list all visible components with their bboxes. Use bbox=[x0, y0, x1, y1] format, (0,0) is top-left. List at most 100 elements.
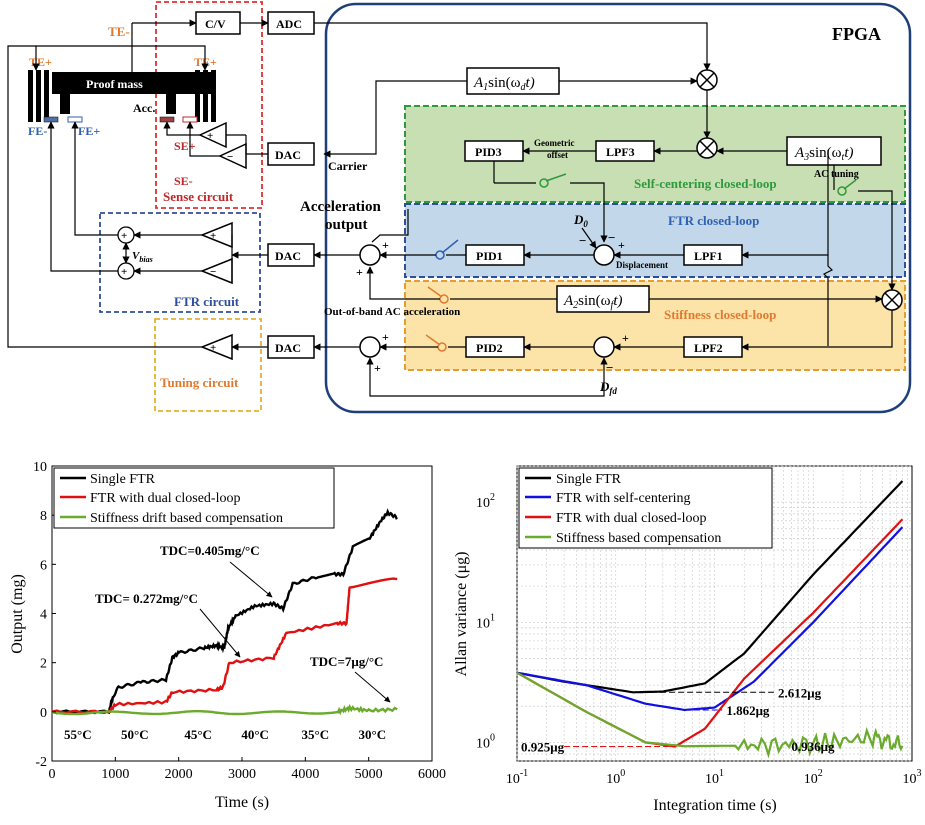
right-legend-3: Stiffness based compensation bbox=[556, 531, 721, 546]
left-series-2 bbox=[51, 703, 398, 716]
sum-ftr bbox=[593, 244, 615, 266]
ftr-circuit-box bbox=[99, 212, 261, 313]
svg-text:+: + bbox=[121, 230, 127, 242]
left-ytick: 2 bbox=[40, 657, 47, 672]
right-xtick: 103 bbox=[903, 768, 922, 787]
dac-carrier-label: DAC bbox=[275, 148, 301, 162]
fe-plus-label: FE+ bbox=[78, 124, 100, 138]
a1-sin-label: A1sin(ωdt) bbox=[473, 75, 535, 93]
left-legend-2: Stiffness drift based compensation bbox=[90, 511, 283, 526]
ac-tuning-label: AC tuning bbox=[814, 169, 859, 180]
right-legend-2: FTR with dual closed-loop bbox=[556, 511, 707, 526]
sum-out bbox=[359, 244, 381, 266]
fpga-box bbox=[324, 2, 912, 414]
minus-d0: − bbox=[579, 233, 586, 248]
geometric-label: Geometric bbox=[534, 138, 574, 148]
minus-ftr: − bbox=[608, 230, 615, 245]
pid3-label: PID3 bbox=[475, 145, 502, 159]
left-xtick: 5000 bbox=[355, 767, 383, 782]
plus-tune-1: + bbox=[382, 330, 389, 344]
left-ytick: 6 bbox=[40, 558, 47, 573]
oob-label: Out-of-band AC acceleration bbox=[324, 306, 460, 318]
right-ylabel: Allan variance (μg) bbox=[453, 552, 470, 677]
right-series-3 bbox=[516, 671, 904, 759]
minus-stiff: − bbox=[606, 360, 613, 375]
right-legend-0: Single FTR bbox=[556, 472, 622, 487]
accelerometer: Proof mass Acc. bbox=[28, 70, 216, 123]
left-xtick: 0 bbox=[49, 767, 56, 782]
svg-text:+: + bbox=[121, 266, 127, 278]
ann-0936: 0.936μg bbox=[791, 739, 835, 754]
tuning-circuit-box bbox=[154, 318, 262, 412]
carrier-label: Carrier bbox=[328, 159, 368, 173]
left-xtick: 2000 bbox=[165, 767, 193, 782]
cv-label: C/V bbox=[205, 17, 226, 31]
tuning-circuit-label: Tuning circuit bbox=[160, 375, 239, 390]
right-series-1 bbox=[516, 526, 904, 712]
right-ytick: 100 bbox=[476, 732, 495, 751]
svg-text:−: − bbox=[227, 151, 233, 163]
se-plus-electrode bbox=[159, 116, 175, 123]
pid1-label: PID1 bbox=[476, 249, 503, 263]
left-xtick: 1000 bbox=[101, 767, 129, 782]
right-xlabel: Integration time (s) bbox=[653, 797, 777, 814]
te-minus-label: TE- bbox=[108, 24, 130, 39]
vbias-label: Vbias bbox=[132, 250, 153, 264]
fe-minus-electrode bbox=[43, 116, 59, 123]
temp-label: 55°C bbox=[64, 727, 92, 742]
right-legend-1: FTR with self-centering bbox=[556, 491, 691, 506]
left-xlabel: Time (s) bbox=[215, 794, 269, 811]
plus-ftr: + bbox=[618, 238, 625, 252]
tuning-amp bbox=[199, 333, 233, 361]
ann-2612: 2.612μg bbox=[778, 685, 822, 700]
accel-output-1: Acceleration bbox=[300, 199, 381, 215]
left-xtick: 3000 bbox=[228, 767, 256, 782]
ftr-amp-plus bbox=[199, 221, 233, 249]
ann-tdc-dual: TDC= 0.272mg/°C bbox=[95, 591, 198, 606]
left-ytick: 0 bbox=[40, 706, 47, 721]
sense-amp-minus bbox=[218, 142, 247, 170]
sense-circuit-label: Sense circuit bbox=[163, 189, 234, 204]
right-ytick: 101 bbox=[476, 612, 495, 631]
left-ytick: 8 bbox=[40, 509, 47, 524]
svg-text:+: + bbox=[210, 342, 216, 354]
sum-stiffness bbox=[593, 336, 615, 358]
fpga-title: FPGA bbox=[832, 24, 881, 44]
plus-stiff: + bbox=[622, 331, 629, 345]
lpf3-label: LPF3 bbox=[606, 145, 635, 159]
temp-label: 50°C bbox=[121, 727, 149, 742]
ftr-circuit-label: FTR circuit bbox=[174, 294, 240, 309]
left-series-0 bbox=[51, 508, 398, 715]
temp-label: 40°C bbox=[241, 727, 269, 742]
a1-sin-block bbox=[466, 67, 560, 95]
a3-sin-label: A3sin(ωtt) bbox=[794, 145, 854, 163]
right-xtick: 100 bbox=[606, 768, 625, 787]
a2-sin-label: A2sin(ωft) bbox=[563, 293, 623, 311]
temp-label: 45°C bbox=[184, 727, 212, 742]
left-ytick: 10 bbox=[33, 460, 47, 475]
ftr-loop-label: FTR closed-loop bbox=[668, 213, 759, 228]
stiffness-loop-label: Stiffness closed-loop bbox=[664, 307, 776, 322]
dac-tuning-label: DAC bbox=[275, 341, 301, 355]
ann-0925: 0.925μg bbox=[521, 739, 565, 754]
acc-label: Acc. bbox=[133, 101, 155, 115]
fe-plus-electrode bbox=[67, 116, 83, 123]
sense-circuit-box bbox=[155, 1, 263, 209]
sum-tuning bbox=[359, 336, 381, 358]
adc-label: ADC bbox=[276, 17, 302, 31]
d0-label: D0 bbox=[573, 212, 588, 229]
dfd-label: Dfd bbox=[599, 379, 617, 396]
right-legend: Single FTR FTR with self-centering FTR w… bbox=[518, 467, 773, 549]
se-plus-label: SE+ bbox=[174, 139, 196, 153]
left-ytick: -2 bbox=[35, 755, 47, 770]
se-minus-electrode bbox=[182, 116, 198, 123]
temp-label: 30°C bbox=[359, 727, 387, 742]
left-legend-0: Single FTR bbox=[90, 472, 156, 487]
left-ytick: 4 bbox=[40, 608, 47, 623]
left-legend: Single FTR FTR with dual closed-loop Sti… bbox=[53, 467, 335, 529]
lpf1-label: LPF1 bbox=[694, 249, 723, 263]
se-minus-label: SE- bbox=[174, 174, 193, 188]
